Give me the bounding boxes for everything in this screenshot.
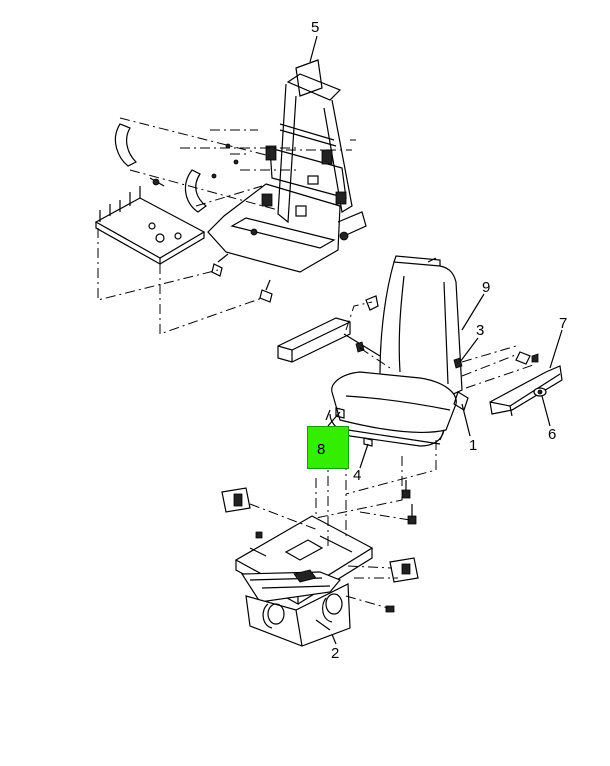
callout-5: 5 [311,19,320,36]
seat-back-frame [207,59,367,303]
callout-4: 4 [353,467,362,484]
callout-6: 6 [548,426,557,443]
callout-9: 9 [482,279,491,296]
armrest-right [461,345,563,417]
callout-2: 2 [331,645,340,662]
callout-3: 3 [476,322,485,339]
callout-7: 7 [559,315,568,332]
seat-straps [114,123,239,213]
assembly-lines-top [97,117,356,335]
highlight-item-8[interactable] [307,426,349,469]
armrest-left [277,295,391,369]
assembly-lines-bottom [249,440,437,609]
seat-base [234,515,374,647]
mount-brackets [221,480,419,613]
seat-pan-plate [94,186,206,266]
callout-8: 8 [317,441,326,458]
callout-1: 1 [469,437,478,454]
seat-assembly [325,255,469,447]
